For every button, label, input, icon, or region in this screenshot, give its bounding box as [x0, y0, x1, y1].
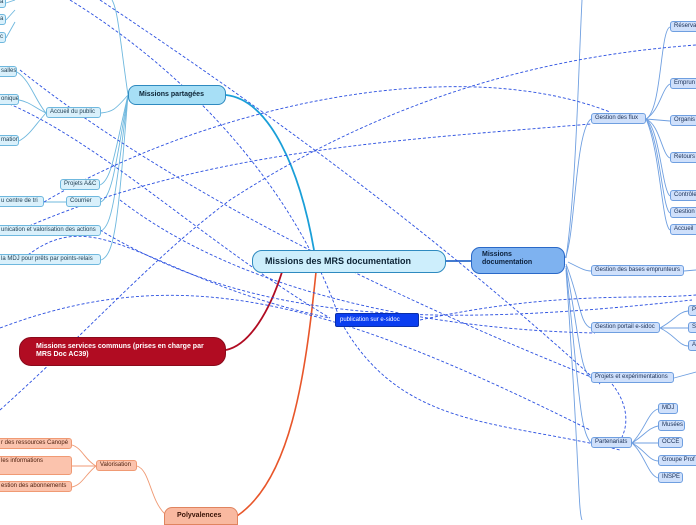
node-communication-valorisation[interactable]: unication et valorisation des actions — [0, 225, 101, 236]
topic-polyvalences[interactable]: Polyvalences — [164, 507, 238, 525]
node-mation[interactable]: mation — [0, 135, 19, 146]
branch-shared — [225, 94, 315, 251]
branch-common — [225, 271, 283, 351]
node-retours[interactable]: Retours — [670, 152, 696, 163]
node-left-top-1[interactable]: a — [0, 0, 6, 8]
right-tree-lines — [564, 0, 696, 520]
node-informations[interactable]: les informations — [0, 456, 72, 475]
node-portail-a[interactable]: A — [688, 340, 696, 351]
node-valorisation[interactable]: Valorisation — [96, 460, 137, 471]
node-salles[interactable]: salles — [0, 66, 17, 77]
node-inspe[interactable]: INSPE — [658, 472, 683, 483]
orange-tree-lines — [71, 444, 166, 515]
node-mdj[interactable]: MDJ — [658, 403, 678, 414]
left-tree-lines — [5, 0, 129, 261]
topic-missions-documentation[interactable]: Missions documentation — [471, 247, 565, 274]
node-left-top-3[interactable]: c — [0, 32, 6, 43]
branch-poly — [236, 271, 317, 517]
node-portail-s[interactable]: S — [688, 322, 696, 333]
node-organisation[interactable]: Organis — [670, 115, 696, 126]
node-gestion-portail-esidoc[interactable]: Gestion portail e-sidoc — [591, 322, 660, 333]
node-courrier[interactable]: Courrier — [66, 196, 101, 207]
node-groupe-prof[interactable]: Groupe Prof — [658, 455, 696, 466]
node-mdj-prets-points-relais[interactable]: la MDJ pour prêts par points-relais — [0, 254, 101, 265]
node-left-top-2[interactable]: a — [0, 14, 6, 25]
topic-missions-partagees[interactable]: Missions partagées — [128, 85, 226, 105]
node-partenariats[interactable]: Partenariats — [591, 437, 632, 448]
node-accueil-public[interactable]: Accueil du public — [46, 107, 101, 118]
node-musees[interactable]: Musées — [658, 420, 685, 431]
node-occe[interactable]: OCCE — [658, 437, 683, 448]
node-gestion-bases-emprunteurs[interactable]: Gestion des bases emprunteurs — [591, 265, 684, 276]
node-centre-de-tri[interactable]: u centre de tri — [0, 196, 44, 207]
node-reservation[interactable]: Réserva — [670, 21, 696, 32]
node-ressources-canope[interactable]: r des ressources Canopé — [0, 438, 72, 449]
node-portail-p[interactable]: P — [688, 305, 696, 316]
node-projets-ac[interactable]: Projets A&C — [60, 179, 100, 190]
central-topic[interactable]: Missions des MRS documentation — [252, 250, 446, 273]
node-gestion-abonnements[interactable]: estion des abonnements — [0, 481, 72, 492]
floating-publication-esidoc[interactable]: publication sur e-sidoc — [335, 313, 419, 327]
node-onique[interactable]: onique — [0, 94, 19, 105]
node-controle[interactable]: Contrôle — [670, 190, 696, 201]
node-accueil[interactable]: Accueil — [670, 224, 696, 235]
node-projets-experimentations[interactable]: Projets et expérimentations — [591, 372, 674, 383]
node-gestion-flux[interactable]: Gestion des flux — [591, 113, 646, 124]
node-gestion[interactable]: Gestion — [670, 207, 696, 218]
node-emprunt[interactable]: Emprun — [670, 78, 696, 89]
topic-missions-services-communs[interactable]: Missions services communs (prises en cha… — [19, 337, 226, 366]
